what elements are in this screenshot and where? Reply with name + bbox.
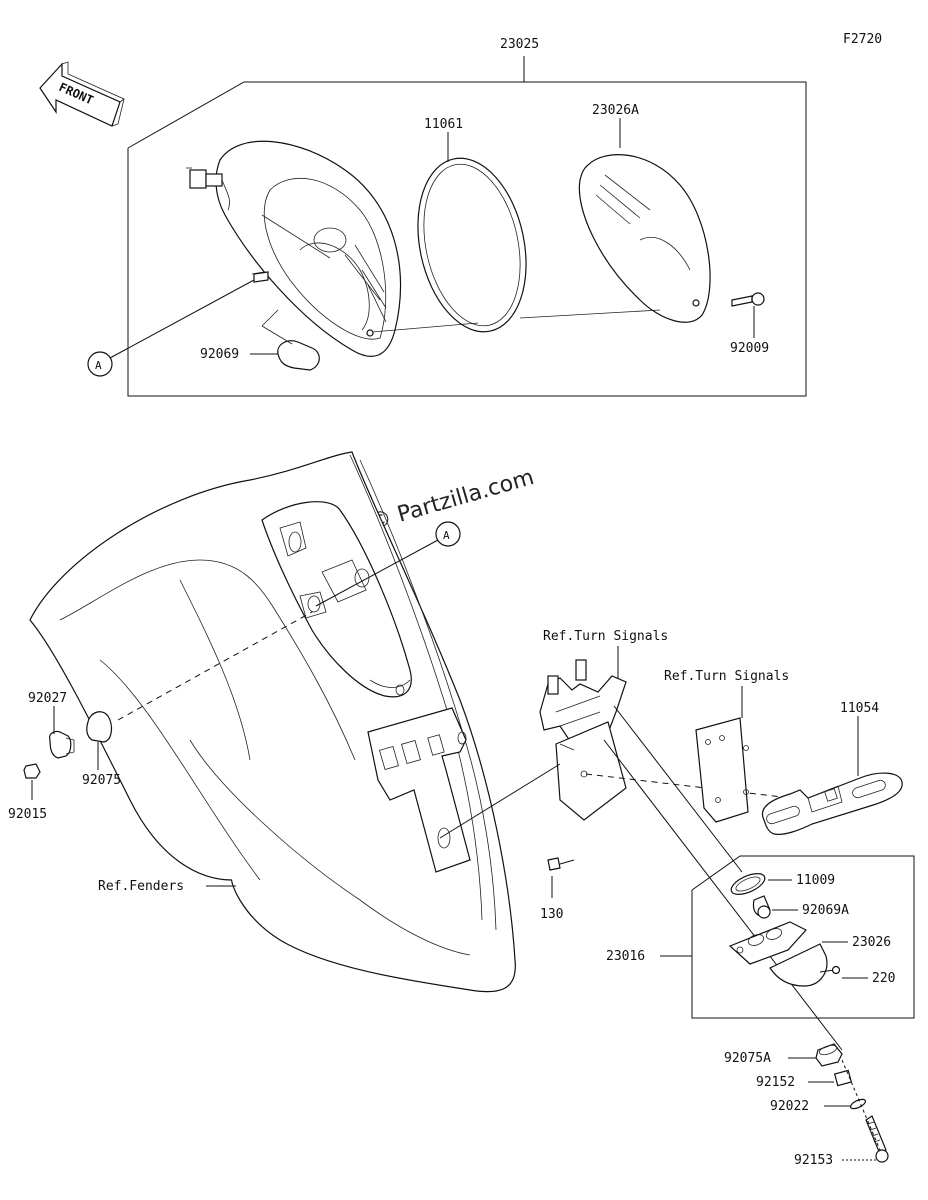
- assembly-box: 23025: [127, 37, 807, 397]
- part-92009: 92009: [730, 341, 769, 356]
- tail-lamp-housing: [186, 140, 402, 357]
- rear-fender: [29, 451, 516, 993]
- part-23025: 23025: [500, 37, 539, 52]
- part-23026: 23026: [852, 935, 891, 950]
- collar-92152: 92152: [756, 1069, 853, 1090]
- ref-turn-signals-2-label: Ref.Turn Signals: [664, 669, 789, 684]
- part-220: 220: [872, 971, 895, 986]
- bolt-130: 130: [540, 857, 575, 922]
- screw-92009: 92009: [730, 292, 769, 356]
- part-11009: 11009: [796, 873, 835, 888]
- nut-92027: 92027: [28, 691, 75, 759]
- part-92015: 92015: [8, 807, 47, 822]
- ref-a-top-label: A: [95, 359, 102, 372]
- screw-220: 220: [819, 965, 895, 986]
- part-23016: 23016: [606, 949, 645, 964]
- gasket-11009: 11009: [730, 873, 835, 895]
- part-92027: 92027: [28, 691, 67, 706]
- nut-92015: 92015: [8, 763, 47, 822]
- part-11061: 11061: [424, 117, 463, 132]
- part-130: 130: [540, 907, 563, 922]
- grommet-92075a: 92075A: [724, 1043, 843, 1067]
- bolt-92153: 92153: [794, 1115, 889, 1168]
- ref-fenders-label: Ref.Fenders: [98, 879, 184, 894]
- part-92075: 92075: [82, 773, 121, 788]
- ref-a-mid-label: A: [443, 529, 450, 542]
- gasket-11061: 11061: [417, 117, 527, 333]
- lens-23026: 23026: [769, 935, 891, 987]
- washer-92022: 92022: [770, 1098, 866, 1114]
- bulb-92069: 92069: [200, 271, 320, 371]
- turn-signal-plate: Ref.Turn Signals: [664, 669, 789, 823]
- part-92022: 92022: [770, 1099, 809, 1114]
- part-92069a: 92069A: [802, 903, 849, 918]
- ref-turn-signals-1-label: Ref.Turn Signals: [543, 629, 668, 644]
- part-92069: 92069: [200, 347, 239, 362]
- bracket-11054: 11054: [761, 701, 903, 835]
- part-23026a: 23026A: [592, 103, 639, 118]
- lamp-box-23016: 23016: [606, 855, 915, 1019]
- lens-23026a: 23026A: [578, 103, 711, 323]
- part-92152: 92152: [756, 1075, 795, 1090]
- grommet-92075: 92075: [82, 711, 121, 788]
- bracket-23016-mount: [539, 659, 627, 821]
- ref-a-top: A: [87, 279, 255, 377]
- ref-turn-signals-1: Ref.Turn Signals: [543, 629, 668, 678]
- figure-code: F2720: [843, 32, 882, 47]
- bulb-92069a: 92069A: [752, 895, 849, 919]
- part-11054: 11054: [840, 701, 879, 716]
- front-arrow-icon: FRONT: [39, 61, 125, 127]
- ref-fenders: Ref.Fenders: [98, 879, 236, 894]
- lamp-body-23016: [728, 921, 807, 965]
- part-92153: 92153: [794, 1153, 833, 1168]
- part-92075a: 92075A: [724, 1051, 771, 1066]
- ref-a-mid: A: [315, 521, 461, 607]
